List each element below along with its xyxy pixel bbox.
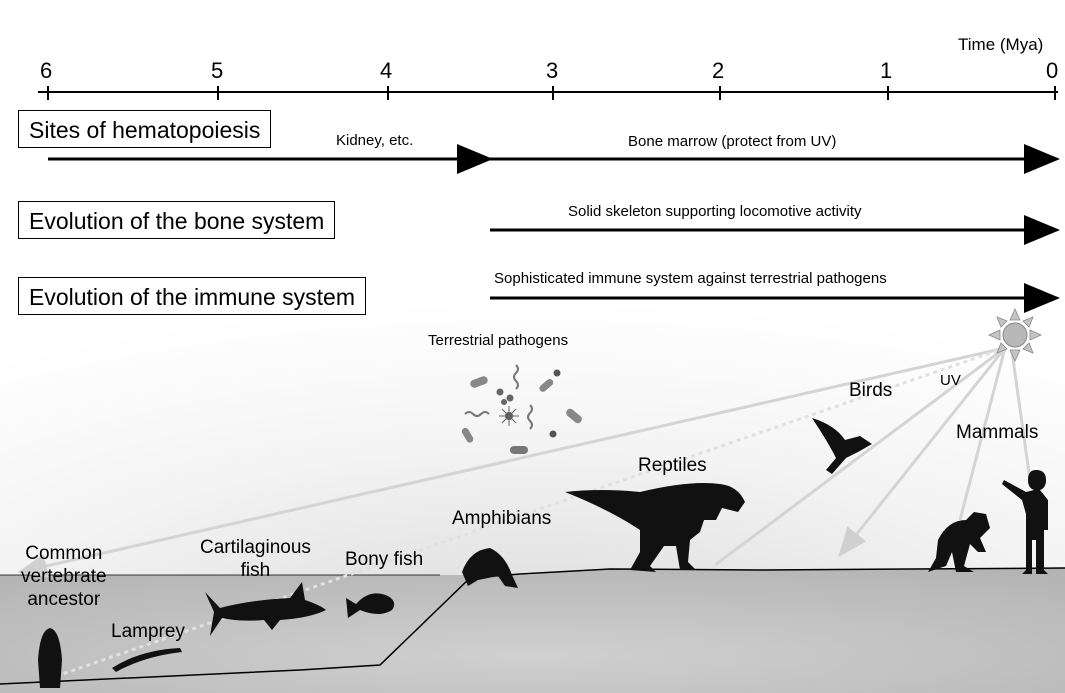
mammals-label: Mammals <box>956 422 1038 444</box>
lamprey-label: Lamprey <box>111 621 185 643</box>
amphibians-label: Amphibians <box>452 508 551 530</box>
cartilaginous-label-line2: fish <box>200 559 311 582</box>
tick-label-1: 1 <box>880 58 892 84</box>
bone-system-box: Evolution of the bone system <box>18 201 335 239</box>
bone-marrow-label: Bone marrow (protect from UV) <box>628 133 836 150</box>
bony-fish-label: Bony fish <box>345 549 423 571</box>
tick-label-2: 2 <box>712 58 724 84</box>
pathogens-label: Terrestrial pathogens <box>428 332 568 349</box>
sun-icon <box>989 309 1041 361</box>
tick-label-3: 3 <box>546 58 558 84</box>
hematopoiesis-box: Sites of hematopoiesis <box>18 110 271 148</box>
immune-label: Sophisticated immune system against terr… <box>494 270 887 287</box>
ancestor-label-line2: vertebrate <box>21 565 107 588</box>
ancestor-label: Common vertebrate ancestor <box>21 542 107 611</box>
birds-label: Birds <box>849 380 892 402</box>
tick-label-6: 6 <box>40 58 52 84</box>
cartilaginous-label-line1: Cartilaginous <box>200 536 311 559</box>
immune-system-box: Evolution of the immune system <box>18 277 366 315</box>
ancestor-label-line1: Common <box>21 542 107 565</box>
time-axis-title: Time (Mya) <box>958 35 1043 55</box>
ancestor-label-line3: ancestor <box>21 588 107 611</box>
tick-label-0: 0 <box>1046 58 1058 84</box>
tick-label-5: 5 <box>211 58 223 84</box>
cartilaginous-label: Cartilaginous fish <box>200 536 311 582</box>
reptiles-label: Reptiles <box>638 455 707 477</box>
kidney-label: Kidney, etc. <box>336 132 413 149</box>
uv-label: UV <box>940 372 961 389</box>
solid-skeleton-label: Solid skeleton supporting locomotive act… <box>568 203 861 220</box>
tick-label-4: 4 <box>380 58 392 84</box>
